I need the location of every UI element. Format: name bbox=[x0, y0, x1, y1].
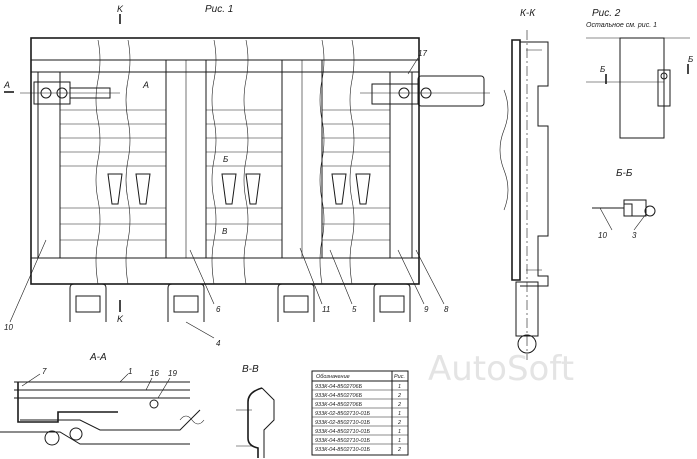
slats bbox=[60, 109, 390, 241]
break-lines bbox=[95, 39, 355, 285]
section-bb-view: Б-Б 10 3 bbox=[592, 168, 656, 240]
section-bb-title: Б-Б bbox=[616, 168, 633, 179]
figure1-callouts: 10 6 4 11 5 9 8 17 bbox=[4, 49, 449, 348]
figure1-title: Рис. 1 bbox=[205, 4, 233, 15]
aa-pin-1 bbox=[44, 430, 60, 446]
aa-leader-7 bbox=[21, 373, 41, 387]
section-aa-view: А-А 7 1 16 19 bbox=[0, 352, 205, 446]
section-vv-title: В-В bbox=[242, 364, 259, 375]
latch-right bbox=[360, 75, 490, 107]
spec-table-row-lines bbox=[312, 389, 408, 445]
watermark: AutoSoft bbox=[428, 349, 574, 389]
bb-pin bbox=[644, 205, 656, 217]
spec-row-2-fig: 2 bbox=[397, 393, 401, 399]
aa-pin-3 bbox=[149, 399, 159, 409]
aa-rails bbox=[14, 381, 190, 399]
kk-profile-outer bbox=[511, 39, 521, 281]
aa-callout-19: 19 bbox=[168, 369, 177, 378]
spec-header-designation: Обозначение bbox=[316, 374, 350, 380]
figure2-pin bbox=[660, 72, 668, 80]
section-mark-k-bottom: K bbox=[117, 314, 124, 324]
right-post bbox=[389, 71, 413, 259]
spec-table: Обозначение Рис. 933К-04-8502706Б 1 933К… bbox=[311, 370, 409, 456]
spec-row-7-fig: 1 bbox=[398, 438, 401, 444]
figure2-mark-left: Б bbox=[600, 65, 605, 74]
kk-profile-inner bbox=[520, 41, 549, 287]
callout-4: 4 bbox=[216, 339, 221, 348]
figure2-view: Рис. 2 Остальное см. рис. 1 Б Б bbox=[586, 8, 693, 139]
aa-leader-19 bbox=[157, 377, 171, 399]
spec-row-3-designation: 933К-04-8502706Б bbox=[315, 402, 363, 408]
callout-9: 9 bbox=[424, 305, 429, 314]
aa-profile bbox=[17, 382, 118, 423]
spec-row-1-designation: 933К-04-8502706Б bbox=[315, 384, 363, 390]
callout-5: 5 bbox=[352, 305, 357, 314]
aa-callout-1: 1 bbox=[128, 367, 132, 376]
vv-profile-inner bbox=[261, 387, 275, 458]
aa-latch-arm bbox=[20, 409, 201, 431]
bb-leader-3 bbox=[633, 213, 647, 231]
section-kk-view: К-К bbox=[499, 8, 549, 360]
top-rail bbox=[30, 37, 420, 61]
spec-header-fig: Рис. bbox=[394, 374, 405, 380]
spec-row-4-designation: 933К-02-8502710-01Б bbox=[315, 411, 371, 417]
spec-row-6-designation: 933К-04-8502710-01Б bbox=[315, 429, 371, 435]
spec-row-7-designation: 933К-04-8502710-01Б bbox=[315, 438, 371, 444]
bottom-rail bbox=[30, 257, 420, 285]
spec-row-8-designation: 933К-04-8502710-01Б bbox=[315, 447, 371, 453]
callout-6: 6 bbox=[216, 305, 221, 314]
section-aa-title: А-А bbox=[89, 352, 107, 363]
left-post bbox=[37, 71, 61, 259]
callout-17: 17 bbox=[418, 49, 427, 58]
callout-8: 8 bbox=[444, 305, 449, 314]
aa-leader-16 bbox=[145, 377, 153, 391]
kk-break-line bbox=[499, 89, 509, 211]
feet bbox=[69, 283, 411, 322]
section-mark-a-right: A bbox=[142, 80, 149, 90]
bb-leader-10 bbox=[599, 207, 613, 231]
kk-profile-details bbox=[526, 49, 542, 271]
aa-callout-16: 16 bbox=[150, 369, 159, 378]
section-vv-view: В-В bbox=[236, 364, 275, 458]
spec-row-1-fig: 1 bbox=[398, 384, 401, 390]
figure2-latch bbox=[657, 69, 671, 107]
vv-profile bbox=[247, 387, 263, 458]
hooks bbox=[107, 173, 371, 205]
section-mark-k-top: K bbox=[117, 4, 124, 14]
aa-leader-1 bbox=[119, 373, 129, 383]
spec-row-3-fig: 2 bbox=[397, 402, 401, 408]
vv-ticks bbox=[236, 409, 252, 447]
section-mark-a-left: A bbox=[3, 80, 10, 90]
bb-callout-3: 3 bbox=[632, 231, 637, 240]
section-mark-v: В bbox=[222, 227, 228, 236]
kk-foot-hole bbox=[517, 334, 537, 354]
figure2-frame bbox=[619, 37, 665, 139]
callout-11: 11 bbox=[322, 305, 330, 314]
spec-row-2-designation: 933К-04-8502706Б bbox=[315, 393, 363, 399]
spec-row-8-fig: 2 bbox=[397, 447, 401, 453]
spec-row-6-fig: 1 bbox=[398, 429, 401, 435]
spec-row-5-fig: 2 bbox=[397, 420, 401, 426]
aa-callout-7: 7 bbox=[42, 367, 47, 376]
bb-profile bbox=[592, 199, 647, 217]
aa-lower-arm bbox=[0, 431, 190, 445]
figure2-title: Рис. 2 bbox=[592, 8, 621, 19]
callout-10: 10 bbox=[4, 323, 13, 332]
spec-row-4-fig: 1 bbox=[398, 411, 401, 417]
latch-left bbox=[20, 81, 120, 105]
spec-table-border bbox=[311, 370, 409, 456]
spec-row-5-designation: 933К-02-8502710-01Б bbox=[315, 420, 371, 426]
section-mark-b: Б bbox=[223, 155, 228, 164]
aa-break bbox=[179, 415, 205, 425]
aa-pin-2 bbox=[69, 427, 83, 441]
figure1-main-view: Рис. 1 K K bbox=[3, 4, 490, 348]
section-kk-title: К-К bbox=[520, 8, 536, 19]
figure2-mark-right: Б bbox=[688, 55, 693, 64]
bb-callout-10: 10 bbox=[598, 231, 607, 240]
figure2-note: Остальное см. рис. 1 bbox=[586, 22, 657, 29]
bb-bracket bbox=[623, 203, 633, 217]
